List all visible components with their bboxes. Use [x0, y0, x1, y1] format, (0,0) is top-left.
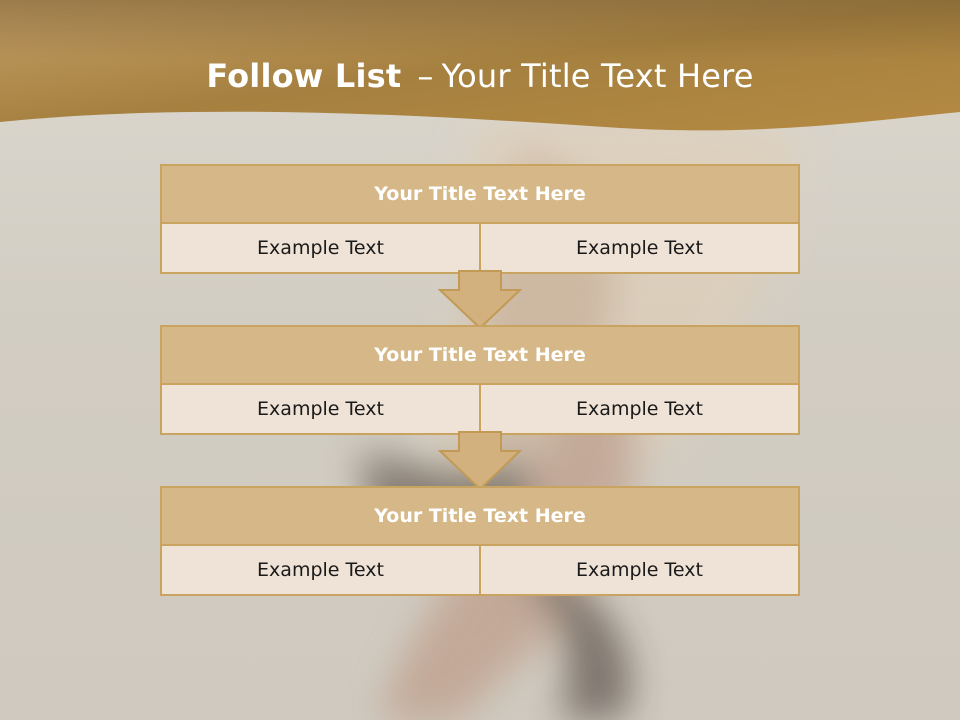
- block-title: Your Title Text Here: [162, 488, 798, 544]
- title-rest: Your Title Text Here: [441, 57, 754, 95]
- block-row: Example Text Example Text: [162, 224, 798, 272]
- header-banner: [0, 0, 960, 131]
- block-cell-left: Example Text: [162, 546, 479, 594]
- list-block-2: Your Title Text Here Example Text Exampl…: [160, 325, 800, 435]
- block-cell-left: Example Text: [162, 385, 479, 433]
- title-bold: Follow List: [206, 57, 402, 95]
- block-cell-right: Example Text: [481, 224, 798, 272]
- block-row: Example Text Example Text: [162, 385, 798, 433]
- block-cell-right: Example Text: [481, 546, 798, 594]
- list-block-3: Your Title Text Here Example Text Exampl…: [160, 486, 800, 596]
- block-cell-left: Example Text: [162, 224, 479, 272]
- list-block-1: Your Title Text Here Example Text Exampl…: [160, 164, 800, 274]
- block-title: Your Title Text Here: [162, 327, 798, 383]
- title-separator: –: [417, 57, 434, 95]
- block-row: Example Text Example Text: [162, 546, 798, 594]
- down-arrow-icon: [438, 270, 522, 330]
- down-arrow-icon: [438, 431, 522, 491]
- block-cell-right: Example Text: [481, 385, 798, 433]
- slide-title: Follow List–Your Title Text Here: [0, 56, 960, 96]
- block-title: Your Title Text Here: [162, 166, 798, 222]
